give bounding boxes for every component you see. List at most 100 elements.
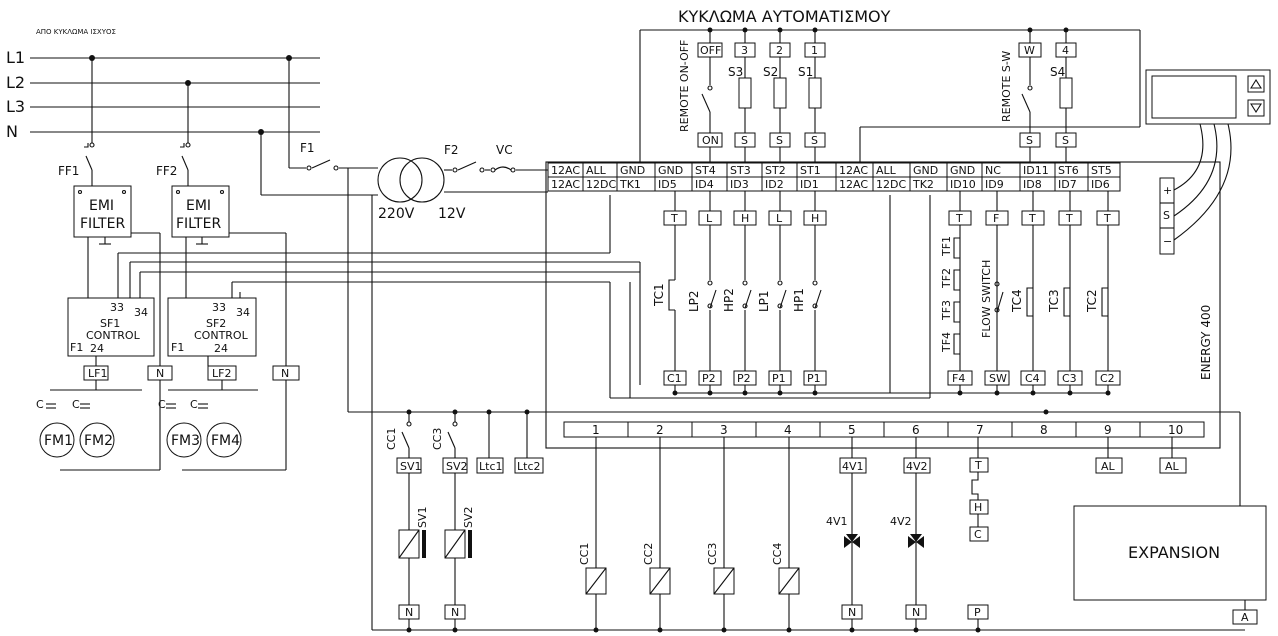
- source-label: ΑΠΟ ΚΥΚΛΩΜΑ ΙΣΧΥΟΣ: [36, 28, 116, 36]
- fm3-label: FM3: [171, 433, 200, 449]
- ff2-label: FF2: [156, 164, 177, 178]
- s2-label: S2: [763, 65, 778, 79]
- input-top-label: T: [1065, 212, 1073, 225]
- terminal-bottom-label: ID3: [730, 178, 749, 191]
- coil-label: CC4: [771, 543, 784, 565]
- al-2: AL: [1165, 460, 1180, 473]
- sf1-34: 34: [134, 306, 148, 319]
- coil-slash: [649, 567, 671, 595]
- input-bottom-label: P1: [772, 372, 786, 385]
- thermal-switch: [1026, 287, 1033, 317]
- keypad-s: S: [1163, 209, 1170, 222]
- input-switch-label: HP2: [722, 288, 736, 312]
- input-bottom-label: P2: [737, 372, 751, 385]
- vc-label: VC: [496, 143, 513, 157]
- remote-w: W: [1024, 44, 1035, 57]
- cc3-switch-label: CC3: [431, 428, 444, 450]
- sf1-f1: F1: [70, 341, 83, 354]
- thermal-label: TF4: [940, 332, 953, 353]
- transformer: [377, 157, 445, 203]
- remote-s-e: S: [1062, 134, 1069, 147]
- sf2-control: CONTROL: [194, 329, 249, 342]
- 4v1-label: 4V1: [826, 515, 848, 528]
- input-bottom-label: P2: [702, 372, 716, 385]
- input-bottom-label: P1: [807, 372, 821, 385]
- main-bus: [347, 168, 1245, 631]
- switch-blade: [814, 289, 822, 309]
- 4v2-label: 4V2: [890, 515, 912, 528]
- terminal-bottom-label: ID8: [1023, 178, 1042, 191]
- sf2-34: 34: [236, 306, 250, 319]
- ltc1-term: Ltc1: [479, 460, 503, 473]
- down-arrow-icon[interactable]: [1247, 99, 1265, 117]
- input-bottom-label: C2: [1100, 372, 1115, 385]
- relay-label: 1: [592, 423, 600, 437]
- emi2-text: EMI: [186, 198, 211, 214]
- cap-label-1: C: [36, 398, 44, 411]
- input-top-label: T: [955, 212, 963, 225]
- sf2-33: 33: [212, 301, 226, 314]
- contactor-switch-cc1: [401, 412, 412, 458]
- thermal-contact: [953, 237, 960, 259]
- fm2-label: FM2: [84, 433, 113, 449]
- emi-filter-1: [73, 185, 132, 245]
- ltc2-term: Ltc2: [517, 460, 541, 473]
- terminal-cell: [1087, 176, 1121, 192]
- remote-s-d: S: [1026, 134, 1033, 147]
- f2-fuse-label: F2: [444, 143, 459, 157]
- switch-contact: [742, 280, 748, 286]
- remote-bottom-terminals: [697, 132, 1077, 162]
- relay-label: 4: [784, 423, 792, 437]
- line-label-l1: L1: [6, 48, 25, 67]
- p-label: P: [974, 606, 981, 619]
- 4v1-n: N: [848, 606, 856, 619]
- switch-blade: [709, 289, 717, 309]
- lf2-label: LF2: [212, 367, 231, 380]
- switch-blade: [779, 289, 787, 309]
- terminal-top-label: ST3: [730, 164, 751, 177]
- input-bottom-label: SW: [989, 372, 1007, 385]
- sf2-24: 24: [214, 342, 228, 355]
- input-top-label: T: [1103, 212, 1111, 225]
- input-switch-label: LP1: [757, 290, 771, 312]
- switch-contact: [812, 280, 818, 286]
- remote-frame: [639, 29, 1141, 162]
- terminal-top-label: ST1: [800, 164, 821, 177]
- remote-off: OFF: [700, 44, 721, 57]
- sv2-valve-label: SV2: [462, 506, 475, 528]
- relay-label: 10: [1168, 423, 1183, 437]
- terminal-bottom-label: ID5: [658, 178, 677, 191]
- energy-label: ENERGY 400: [1199, 305, 1213, 380]
- up-arrow-icon[interactable]: [1247, 75, 1265, 93]
- terminal-top-label: ALL: [876, 164, 897, 177]
- relay-label: 3: [720, 423, 728, 437]
- coil-slash: [778, 567, 800, 595]
- input-bottom-label: C3: [1062, 372, 1077, 385]
- relay-label: 2: [656, 423, 664, 437]
- terminal-top-label: 12AC: [551, 164, 580, 177]
- al-1: AL: [1101, 460, 1116, 473]
- heater-circuit: [967, 437, 989, 630]
- transformer-secondary: 12V: [438, 206, 466, 222]
- remote-top-terminals: [697, 30, 1077, 58]
- remote-s-a: S: [741, 134, 748, 147]
- expansion-label: EXPANSION: [1128, 543, 1220, 562]
- thermal-switch: [668, 279, 675, 311]
- terminal-bottom-label: 12AC: [839, 178, 868, 191]
- thermal-switch: [1063, 287, 1070, 317]
- lf1-label: LF1: [88, 367, 107, 380]
- sv2-n: N: [451, 606, 459, 619]
- terminal-top-label: ST5: [1091, 164, 1112, 177]
- coil-label: CC1: [578, 543, 591, 565]
- flow-switch-label: FLOW SWITCH: [980, 260, 993, 338]
- terminal-bottom-label: ID7: [1058, 178, 1077, 191]
- switch-contact: [707, 280, 713, 286]
- sv1-n: N: [405, 606, 413, 619]
- input-bottom-label: C1: [667, 372, 682, 385]
- terminal-bottom-label: TK1: [619, 178, 641, 191]
- heater-c: C: [974, 528, 982, 541]
- emi1-text: EMI: [89, 198, 114, 214]
